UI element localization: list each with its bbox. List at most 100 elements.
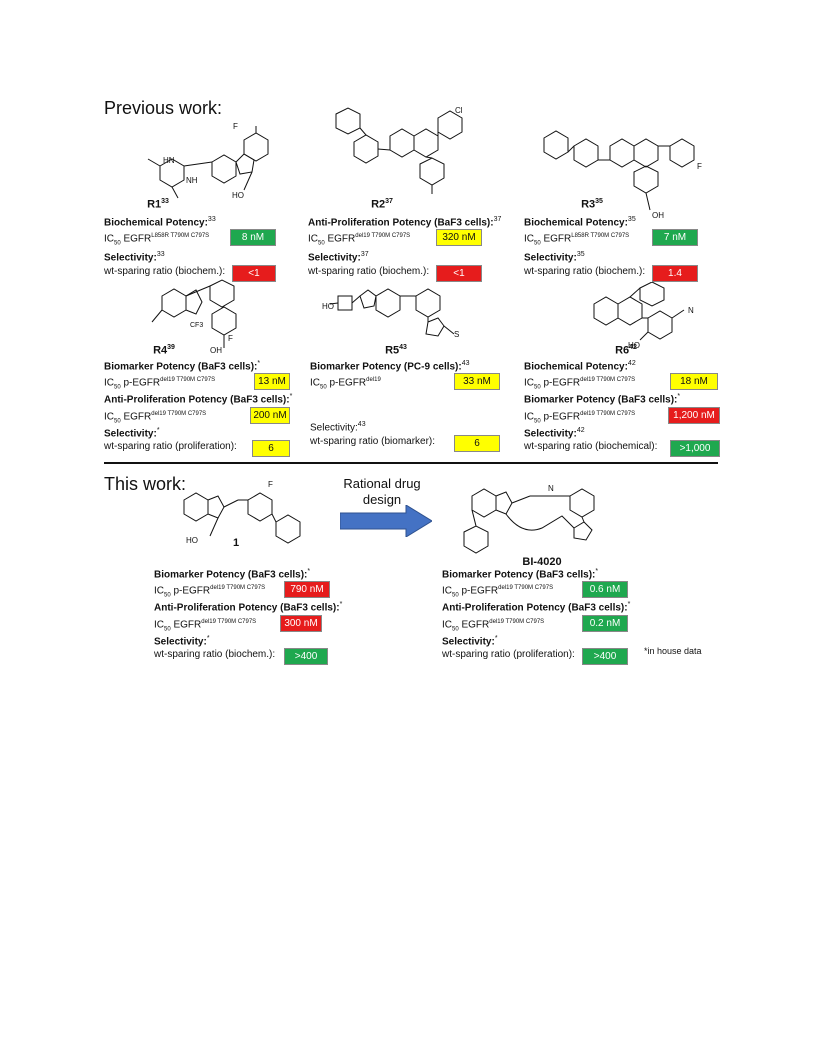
block-heading: Biomarker Potency (PC-9 cells):43 xyxy=(310,360,470,373)
data-block-r5: Biomarker Potency (PC-9 cells):43 IC50 p… xyxy=(310,358,500,452)
block-heading: Selectivity:43 xyxy=(310,421,366,434)
data-row: wt-sparing ratio (biochem.): >400 xyxy=(154,647,334,665)
structure-bi-4020 xyxy=(462,476,612,566)
compound-label-1: 1 xyxy=(232,537,240,549)
structure-r4 xyxy=(140,278,260,358)
structure-r1 xyxy=(140,122,270,204)
compound-label-r1: R133 xyxy=(147,198,169,211)
data-row: wt-sparing ratio (biochem.): <1 xyxy=(104,264,284,282)
value-badge: 300 nM xyxy=(280,614,322,632)
data-row: IC50 EGFRdel19 T790M C797S 0.2 nM xyxy=(442,614,642,632)
data-block-r4: Biomarker Potency (BaF3 cells):* IC50 p-… xyxy=(104,358,293,457)
value-badge: 1.4 xyxy=(652,264,698,282)
data-row: IC50 EGFRdel19 T790M C797S 300 nM xyxy=(154,614,334,632)
data-row: IC50 EGFRL858R T790M C797S 8 nM xyxy=(104,229,284,247)
arrow-label: Rational drug design xyxy=(343,476,421,507)
block-heading: Selectivity:* xyxy=(104,426,160,439)
block-heading: Biomarker Potency (BaF3 cells):* xyxy=(154,568,311,581)
block-heading: Biomarker Potency (BaF3 cells):* xyxy=(104,360,261,373)
data-row: IC50 p-EGFRdel19 T790M C797S 13 nM xyxy=(104,373,290,391)
footnote: *in house data xyxy=(644,646,702,656)
value-badge: 0.2 nM xyxy=(582,614,628,632)
this-work-title: This work: xyxy=(104,474,187,494)
compound-label-r3: R335 xyxy=(581,198,603,211)
data-row: wt-sparing ratio (biomarker): 6 xyxy=(310,434,500,452)
structure-r3 xyxy=(534,128,704,220)
atom-f-r4: F xyxy=(228,334,233,343)
atom-n-bi: N xyxy=(548,484,554,493)
data-block-r2: Anti-Proliferation Potency (BaF3 cells):… xyxy=(308,214,501,282)
previous-work-title: Previous work: xyxy=(104,98,223,118)
value-badge: 320 nM xyxy=(436,229,482,247)
atom-cf3-r4: CF3 xyxy=(190,322,204,329)
data-row: wt-sparing ratio (proliferation): 6 xyxy=(104,439,290,457)
atom-f-r3: F xyxy=(697,162,702,171)
value-badge: 7 nM xyxy=(652,229,698,247)
value-badge: 33 nM xyxy=(454,373,500,391)
block-heading: Anti-Proliferation Potency (BaF3 cells):… xyxy=(104,393,293,406)
value-badge: <1 xyxy=(436,264,482,282)
data-block-compound-1: Biomarker Potency (BaF3 cells):* IC50 p-… xyxy=(154,566,343,665)
compound-label-r5: R543 xyxy=(385,344,407,357)
right-arrow-icon xyxy=(339,504,433,542)
structure-compound-1 xyxy=(180,486,320,556)
data-row: IC50 EGFRdel19 T790M C797S 200 nM xyxy=(104,406,290,424)
value-badge: >400 xyxy=(582,647,628,665)
atom-nh-r1: NH xyxy=(186,176,198,185)
atom-ho-r6: HO xyxy=(628,341,640,350)
data-block-bi-4020: Biomarker Potency (BaF3 cells):* IC50 p-… xyxy=(442,566,642,665)
value-badge: <1 xyxy=(232,264,276,282)
data-row: wt-sparing ratio (biochemical): >1,000 xyxy=(524,439,720,457)
value-badge: 18 nM xyxy=(670,373,718,391)
atom-f-c1: F xyxy=(268,480,273,489)
data-block-r1: Biochemical Potency:33 IC50 EGFRL858R T7… xyxy=(104,214,284,282)
compound-label-r4: R439 xyxy=(153,344,175,357)
data-block-r3: Biochemical Potency:35 IC50 EGFRL858R T7… xyxy=(524,214,704,282)
data-row: IC50 p-EGFRdel19 T790M C797S 0.6 nM xyxy=(442,581,642,599)
block-heading: Selectivity:35 xyxy=(524,251,585,264)
value-badge: 200 nM xyxy=(250,406,290,424)
data-row: IC50 p-EGFRdel19 33 nM xyxy=(310,373,500,391)
data-block-r6: Biochemical Potency:42 IC50 p-EGFRdel19 … xyxy=(524,358,720,457)
value-badge: >400 xyxy=(284,647,328,665)
structure-r2 xyxy=(326,106,466,201)
section-divider xyxy=(104,462,718,464)
structure-r5 xyxy=(320,282,470,352)
atom-hn-r1: HN xyxy=(163,156,175,165)
value-badge: 1,200 nM xyxy=(668,406,720,424)
data-row: IC50 EGFRdel19 T790M C797S 320 nM xyxy=(308,229,488,247)
block-heading: Selectivity:42 xyxy=(524,426,585,439)
block-heading: Anti-Proliferation Potency (BaF3 cells):… xyxy=(154,601,343,614)
value-badge: 8 nM xyxy=(230,229,276,247)
value-badge: >1,000 xyxy=(670,439,720,457)
block-heading: Biomarker Potency (BaF3 cells):* xyxy=(442,568,599,581)
structure-r6 xyxy=(590,282,700,352)
block-heading: Biochemical Potency:35 xyxy=(524,216,636,229)
atom-oh-r4: OH xyxy=(210,346,222,355)
value-badge: 0.6 nM xyxy=(582,581,628,599)
value-badge: 6 xyxy=(252,439,290,457)
atom-ho-r1: HO xyxy=(232,191,244,200)
atom-n-r6: N xyxy=(688,306,694,315)
compound-label-r2: R237 xyxy=(371,198,393,211)
compound-label-r6: R642 xyxy=(615,344,637,357)
atom-ho-c1: HO xyxy=(186,536,198,545)
data-row: wt-sparing ratio (biochem.): <1 xyxy=(308,264,488,282)
compound-label-bi-4020: BI-4020 xyxy=(522,556,562,568)
atom-oh-r3: OH xyxy=(652,211,664,220)
value-badge: 13 nM xyxy=(254,373,290,391)
atom-f-r1: F xyxy=(233,122,238,131)
block-heading: Selectivity:37 xyxy=(308,251,369,264)
data-row: wt-sparing ratio (biochem.): 1.4 xyxy=(524,264,704,282)
data-row: IC50 p-EGFRdel19 T790M C797S 1,200 nM xyxy=(524,406,720,424)
atom-cl-r2: Cl xyxy=(455,106,463,115)
block-heading: Selectivity:* xyxy=(442,634,498,647)
block-heading: Biomarker Potency (BaF3 cells):* xyxy=(524,393,681,406)
block-heading: Selectivity:33 xyxy=(104,251,165,264)
data-row: IC50 EGFRL858R T790M C797S 7 nM xyxy=(524,229,704,247)
atom-s-r5: S xyxy=(454,330,460,339)
block-heading: Anti-Proliferation Potency (BaF3 cells):… xyxy=(442,601,631,614)
value-badge: 790 nM xyxy=(284,581,330,599)
atom-ho-r5: HO xyxy=(322,302,334,311)
data-row: IC50 p-EGFRdel19 T790M C797S 790 nM xyxy=(154,581,334,599)
